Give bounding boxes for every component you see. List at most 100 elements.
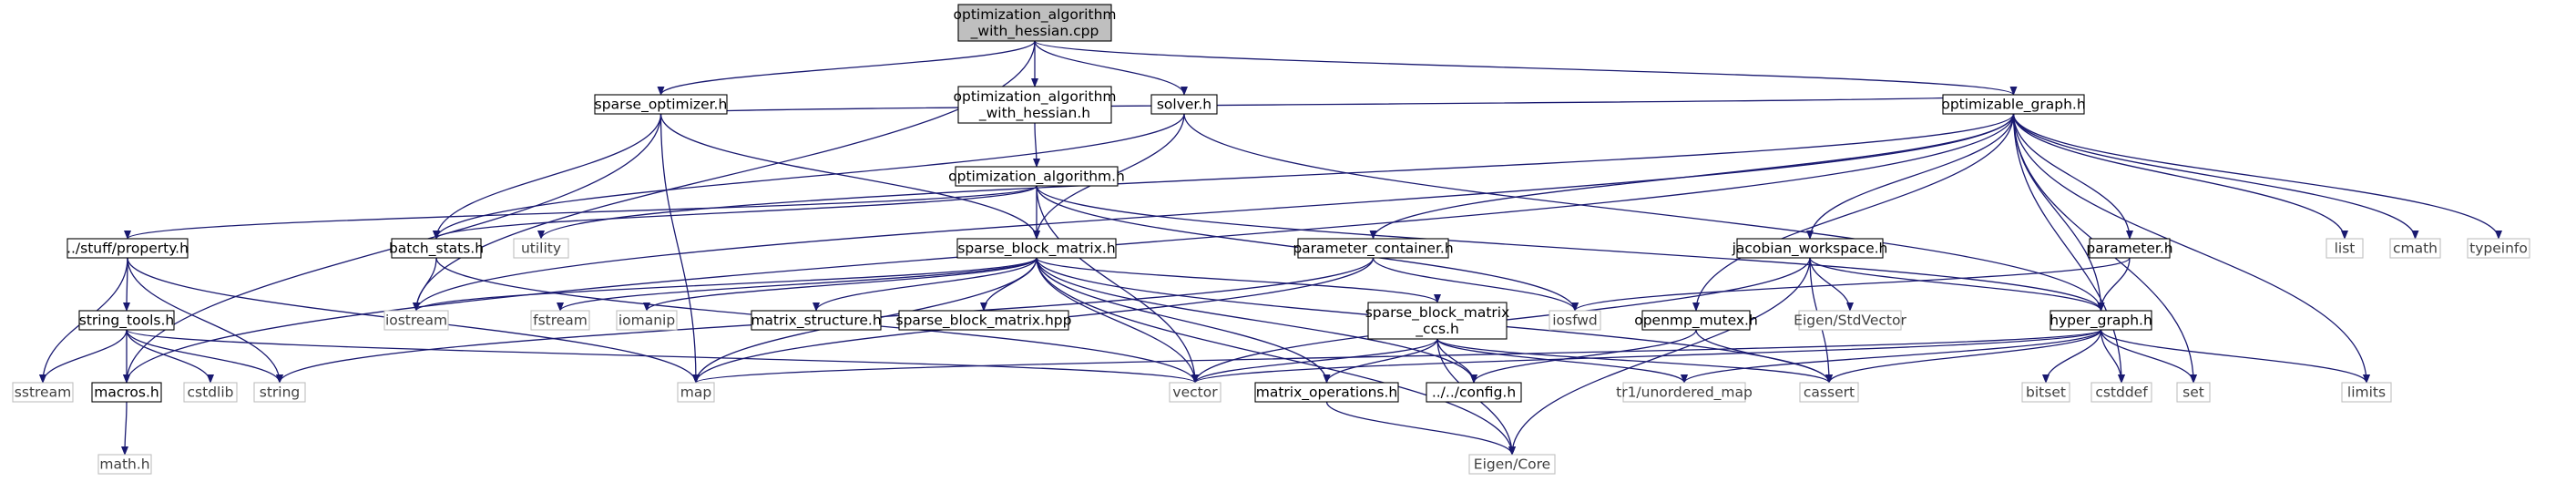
node-iosfwd: iosfwd [1549, 310, 1601, 331]
node-matrix-structure-h[interactable]: matrix_structure.h [751, 310, 882, 331]
node-cassert: cassert [1799, 382, 1859, 403]
node-iostream: iostream [383, 310, 449, 331]
node-config-h[interactable]: ../../config.h [1426, 382, 1522, 403]
node-sparse-block-matrix-h[interactable]: sparse_block_matrix.h [956, 238, 1117, 259]
node-label: sstream [15, 385, 71, 401]
node-sparse-block-matrix-ccs-h[interactable]: sparse_block_matrix_ccs.h [1365, 302, 1510, 340]
node-optimizable-graph-h[interactable]: optimizable_graph.h [1941, 94, 2086, 115]
node-sparse-optimizer-h[interactable]: sparse_optimizer.h [594, 94, 728, 115]
node-openmp-mutex-h[interactable]: openmp_mutex.h [1634, 310, 1758, 331]
edge-hyper_graph-to-cassert [1825, 329, 2102, 384]
node-label: optimization_algorithm [954, 6, 1117, 24]
node-label: limits [2347, 385, 2386, 401]
node-box [2176, 382, 2211, 403]
node-label: ../stuff/property.h [66, 241, 189, 257]
node-box [91, 382, 162, 403]
node-jacobian-workspace-h[interactable]: jacobian_workspace.h [1732, 238, 1888, 259]
edge-parameter-to-hyper_graph [2097, 257, 2131, 312]
node-batch-stats-h[interactable]: batch_stats.h [389, 238, 484, 259]
node-label: string_tools.h [79, 313, 174, 330]
node-iomanip: iomanip [616, 310, 678, 331]
node-box [2341, 382, 2392, 403]
node-macros-h[interactable]: macros.h [91, 382, 162, 403]
node-label: ../../config.h [1432, 385, 1516, 401]
node-label: iostream [385, 313, 447, 329]
node-utility: utility [513, 238, 569, 259]
node-label: cstdlib [188, 385, 234, 401]
node-box [1150, 94, 1218, 115]
node-box [12, 382, 74, 403]
node-matrix-operations-h[interactable]: matrix_operations.h [1254, 382, 1399, 403]
node-math-h: math.h [97, 454, 152, 475]
node-label: sparse_block_matrix [1365, 304, 1510, 322]
edge-oawh_h-to-optimization_algorithm [1032, 122, 1040, 168]
edge-property-to-string [127, 257, 283, 384]
node-box [594, 94, 728, 115]
edge-optimizable_graph-to-list [2012, 113, 2348, 240]
node-label: map [680, 385, 711, 401]
node-optimization-algorithm-with-hessian-cpp[interactable]: optimization_algorithm_with_hessian.cpp [954, 4, 1117, 42]
node-label: iomanip [618, 313, 675, 329]
node-box [1549, 310, 1601, 331]
node-parameter-container-h[interactable]: parameter_container.h [1293, 238, 1454, 259]
node-label: tr1/unordered_map [1616, 385, 1753, 402]
node-label: _with_hessian.cpp [970, 23, 1099, 40]
node-label: parameter_container.h [1293, 241, 1453, 258]
edge-optimizable_graph-to-limits [2012, 113, 2370, 384]
node-box [1942, 94, 2085, 115]
node-box [513, 238, 569, 259]
node-optimization-algorithm-h[interactable]: optimization_algorithm.h [948, 166, 1125, 187]
node-string: string [253, 382, 306, 403]
node-solver-h[interactable]: solver.h [1150, 94, 1218, 115]
node-label: string [260, 385, 301, 401]
edge-root-to-solver [1034, 40, 1188, 96]
node-label: sparse_block_matrix.hpp [896, 313, 1072, 330]
node-string-tools-h[interactable]: string_tools.h [78, 310, 175, 331]
edge-sparse_block_matrix-to-iomanip [643, 257, 1038, 312]
node-parameter-h[interactable]: parameter.h [2086, 238, 2173, 259]
edge-hyper_graph-to-limits [2100, 329, 2370, 384]
edge-hyper_graph-to-vector [1191, 329, 2102, 384]
edge-sparse_block_matrix-to-vector [1036, 257, 1199, 384]
edge-optimizable_graph-to-jacobian_workspace [1806, 113, 2015, 240]
node-list: list [2326, 238, 2364, 259]
node-limits: limits [2341, 382, 2392, 403]
node-box [1736, 238, 1884, 259]
node-eigen-core: Eigen/Core [1468, 454, 1556, 475]
edge-sparse_block_matrix-to-matrix_operations [1036, 257, 1331, 384]
node-label: cmath [2393, 241, 2438, 257]
edge-openmp_mutex-to-config [1470, 329, 1697, 384]
edge-root-to-iostream [413, 40, 1036, 312]
node-label: macros.h [94, 385, 158, 401]
node-stuff-property-h[interactable]: ../stuff/property.h [66, 238, 189, 259]
node-label: cassert [1804, 385, 1855, 401]
node-label: hyper_graph.h [2050, 313, 2152, 330]
node-label: matrix_operations.h [1256, 385, 1398, 402]
edge-sbm_ccs-to-vector [1191, 338, 1438, 384]
node-box [677, 382, 715, 403]
edge-openmp_mutex-to-cassert [1695, 329, 1833, 384]
edge-sparse_optimizer-to-optimizable_graph [659, 94, 2017, 115]
node-box [2090, 382, 2152, 403]
edge-root-to-sparse_optimizer [657, 40, 1036, 96]
node-map: map [677, 382, 715, 403]
node-sstream: sstream [12, 382, 74, 403]
node-sparse-block-matrix-hpp[interactable]: sparse_block_matrix.hpp [896, 310, 1072, 331]
node-label: solver.h [1157, 97, 1211, 113]
node-hyper-graph-h[interactable]: hyper_graph.h [2050, 310, 2152, 331]
edge-optimization_algorithm-to-hyper_graph [1036, 185, 2105, 312]
edge-hyper_graph-to-tr1_unordered_map [1681, 329, 2102, 384]
node-box [1468, 454, 1556, 475]
edge-optimizable_graph-to-iostream [413, 113, 2015, 312]
node-optimization-algorithm-with-hessian-h[interactable]: optimization_algorithm_with_hessian.h [954, 86, 1117, 124]
edge-optimizable_graph-to-utility [537, 113, 2015, 240]
edge-sparse_optimizer-to-map [659, 113, 700, 384]
edge-root-to-optimizable_graph [1034, 40, 2018, 96]
node-box [2021, 382, 2070, 403]
edge-batch_stats-to-iostream [413, 257, 437, 312]
edge-sbm_ccs-to-tr1_unordered_map [1436, 338, 1688, 384]
edge-parameter-to-iosfwd [1571, 257, 2131, 312]
node-label: typeinfo [2469, 241, 2528, 257]
node-box [1426, 382, 1522, 403]
